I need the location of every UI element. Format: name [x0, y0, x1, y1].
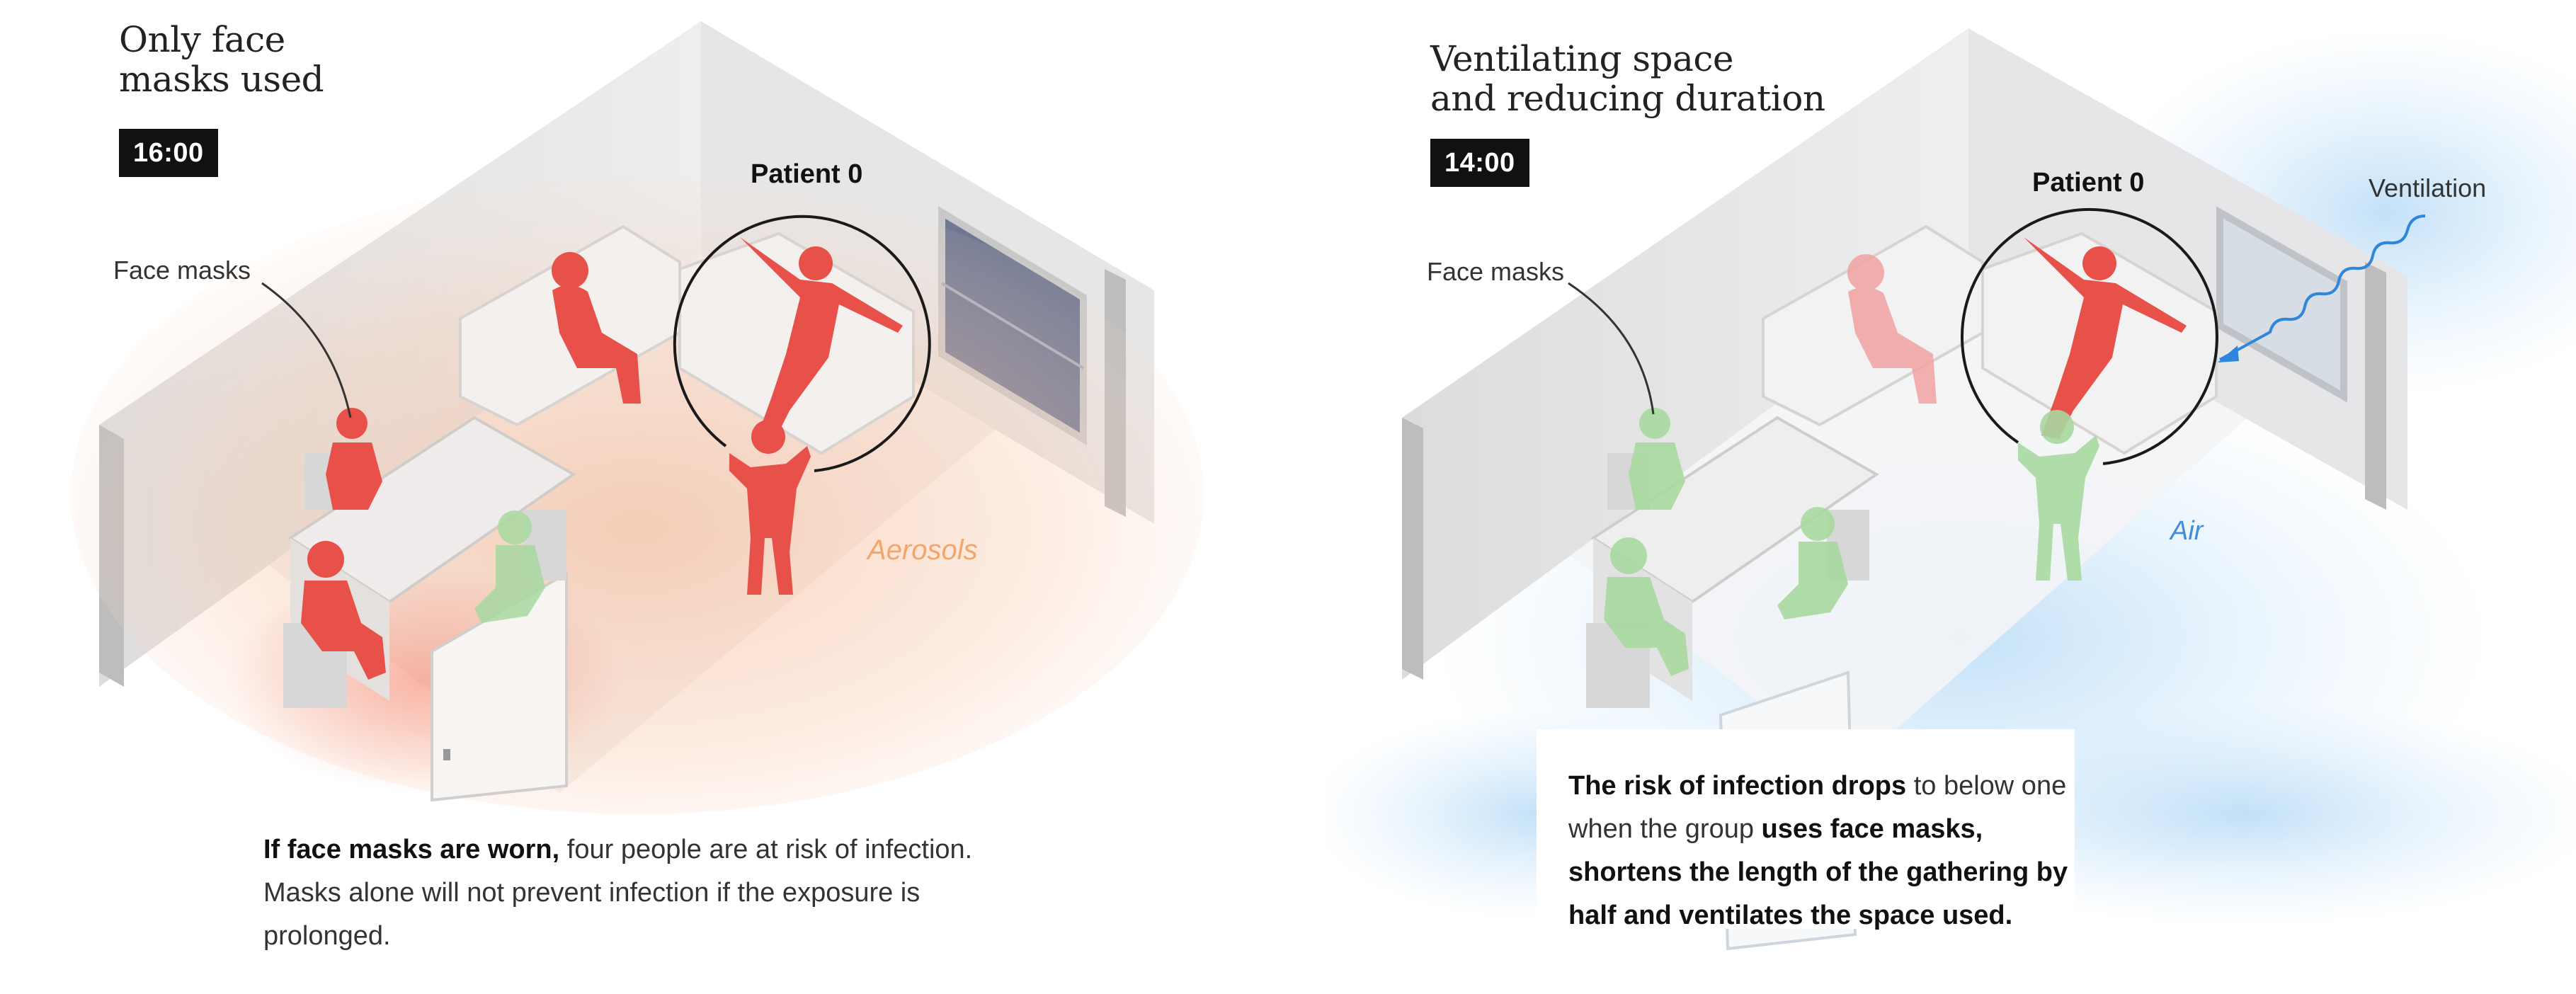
air-label: Air — [2169, 516, 2204, 546]
face-masks-label: Face masks — [113, 256, 251, 285]
table — [287, 416, 576, 604]
ventilation-arrow — [2219, 215, 2426, 361]
person-masked-left-infected — [326, 408, 382, 510]
patient-zero-label: Patient 0 — [2032, 168, 2144, 198]
person-masked-left-safe — [1629, 408, 1685, 510]
scenario-title: Only face masks used — [119, 19, 324, 100]
aerosols-label: Aerosols — [866, 535, 978, 566]
person-top-seated-light — [1847, 254, 1937, 404]
time-badge: 16:00 — [119, 129, 218, 177]
patient-ring — [673, 215, 931, 472]
scenario-title: Ventilating space and reducing duration — [1430, 38, 1825, 119]
scenario-masks-only: Patient 0 Face masks Aerosols Only face … — [0, 0, 1218, 994]
ventilation-label: Ventilation — [2369, 173, 2486, 202]
time-badge: 14:00 — [1430, 139, 1529, 187]
face-mask-leader — [261, 282, 352, 418]
room-illustration-left: Patient 0 Face masks Aerosols — [71, 21, 1204, 814]
person-seated-safe — [474, 510, 545, 623]
scenario-ventilation: Patient 0 Face masks Ventilation Air Ven… — [1324, 0, 2576, 994]
face-mask-leader — [1568, 282, 1655, 415]
person-top-seated-infected — [552, 252, 641, 404]
back-wall-left — [1402, 28, 1968, 680]
person-front-seated-safe — [1604, 537, 1689, 676]
back-wall-right — [1968, 28, 2407, 510]
caption-box — [1537, 729, 2075, 929]
table — [1590, 416, 1879, 604]
patient-zero-figure — [740, 237, 903, 439]
person-front-seated-infected — [301, 541, 386, 680]
face-masks-label: Face masks — [1427, 257, 1564, 286]
room-illustration-right: Patient 0 Face masks Ventilation Air — [1324, 28, 2576, 951]
person-standing-safe — [2018, 410, 2099, 581]
window-open — [2216, 206, 2347, 403]
person-standing-infected — [729, 420, 811, 595]
caption: The risk of infection drops to below one… — [1568, 771, 2068, 930]
patient-zero-label: Patient 0 — [751, 159, 862, 189]
person-seated-safe — [1777, 507, 1848, 619]
patient-zero-figure — [2024, 237, 2187, 439]
patient-ring — [1961, 208, 2218, 465]
caption: If face masks are worn, four people are … — [263, 835, 973, 951]
